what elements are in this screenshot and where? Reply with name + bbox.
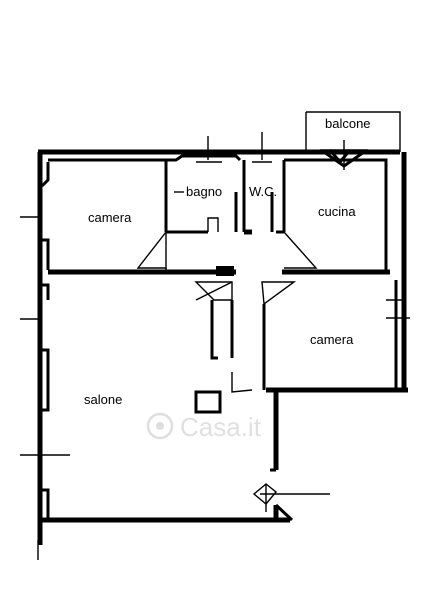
watermark-logo: Casa.it xyxy=(146,412,262,442)
room-label-salone: salone xyxy=(84,392,122,407)
svg-text:Casa.it: Casa.it xyxy=(180,412,262,442)
room-label-camera-1: camera xyxy=(88,210,132,225)
room-label-cucina: cucina xyxy=(318,204,356,219)
room-labels: balcone bagno W.C. camera cucina camera … xyxy=(84,116,371,407)
room-label-balcone: balcone xyxy=(325,116,371,131)
left-wall-details xyxy=(20,162,70,560)
interior-walls-lower xyxy=(194,266,410,522)
balcony xyxy=(305,111,401,170)
door-swings-top xyxy=(136,192,318,272)
room-label-bagno: bagno xyxy=(186,184,222,199)
room-label-camera-2: camera xyxy=(310,332,354,347)
interior-walls-top xyxy=(48,132,390,275)
room-label-wc: W.C. xyxy=(249,184,277,199)
